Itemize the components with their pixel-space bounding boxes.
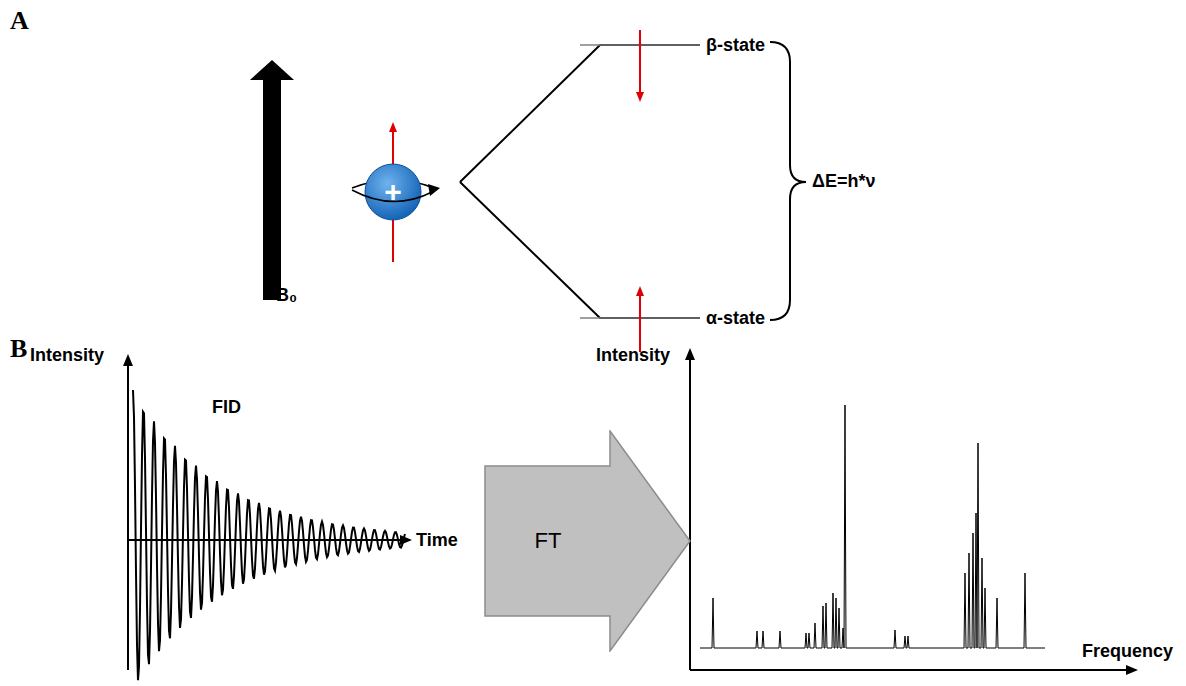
panel-letter: B: [10, 336, 27, 362]
splitting-line: [460, 182, 700, 318]
splitting-line: [460, 45, 700, 182]
rotation-head: [428, 184, 440, 196]
axis-label: Intensity: [596, 346, 670, 364]
spin-down-arrow: [639, 30, 641, 96]
fid-curve: [133, 390, 405, 680]
fourier-transform-arrow-shape: [484, 430, 692, 652]
axis-head: [685, 348, 695, 360]
y-axis: [127, 362, 129, 670]
fourier-transform-arrow-outline: [485, 431, 690, 651]
spin-down-head: [636, 92, 644, 102]
axis-head: [1126, 665, 1138, 675]
spin-up-arrow: [639, 292, 641, 352]
field-label: B₀: [276, 286, 297, 304]
field-arrow-shaft: [263, 75, 281, 300]
x-axis: [690, 669, 1128, 671]
arrow-label: FT: [535, 530, 562, 552]
axis-label: Time: [416, 531, 458, 549]
fourier-transform-arrow: FT: [484, 430, 692, 652]
spin-up-head: [636, 286, 644, 296]
axis-label: Frequency: [1082, 642, 1173, 660]
energy-equation: ΔE=h*ν: [812, 172, 875, 190]
curve-label: FID: [212, 398, 241, 416]
nucleus-outline: [365, 164, 421, 220]
y-axis: [689, 356, 691, 670]
spin-vector-head: [389, 122, 397, 132]
energy-brace: [770, 42, 806, 320]
charge-sign: +: [384, 177, 402, 207]
nmr-spectrum: [700, 405, 1045, 648]
axis-label: Intensity: [30, 346, 104, 364]
axis-head: [123, 354, 133, 366]
field-arrow-head: [250, 60, 294, 80]
nucleus: +: [363, 162, 423, 222]
state-label: β-state: [706, 36, 765, 54]
panel-letter: A: [10, 8, 29, 34]
state-label: α-state: [706, 309, 765, 327]
rotation-arc: [352, 190, 432, 202]
